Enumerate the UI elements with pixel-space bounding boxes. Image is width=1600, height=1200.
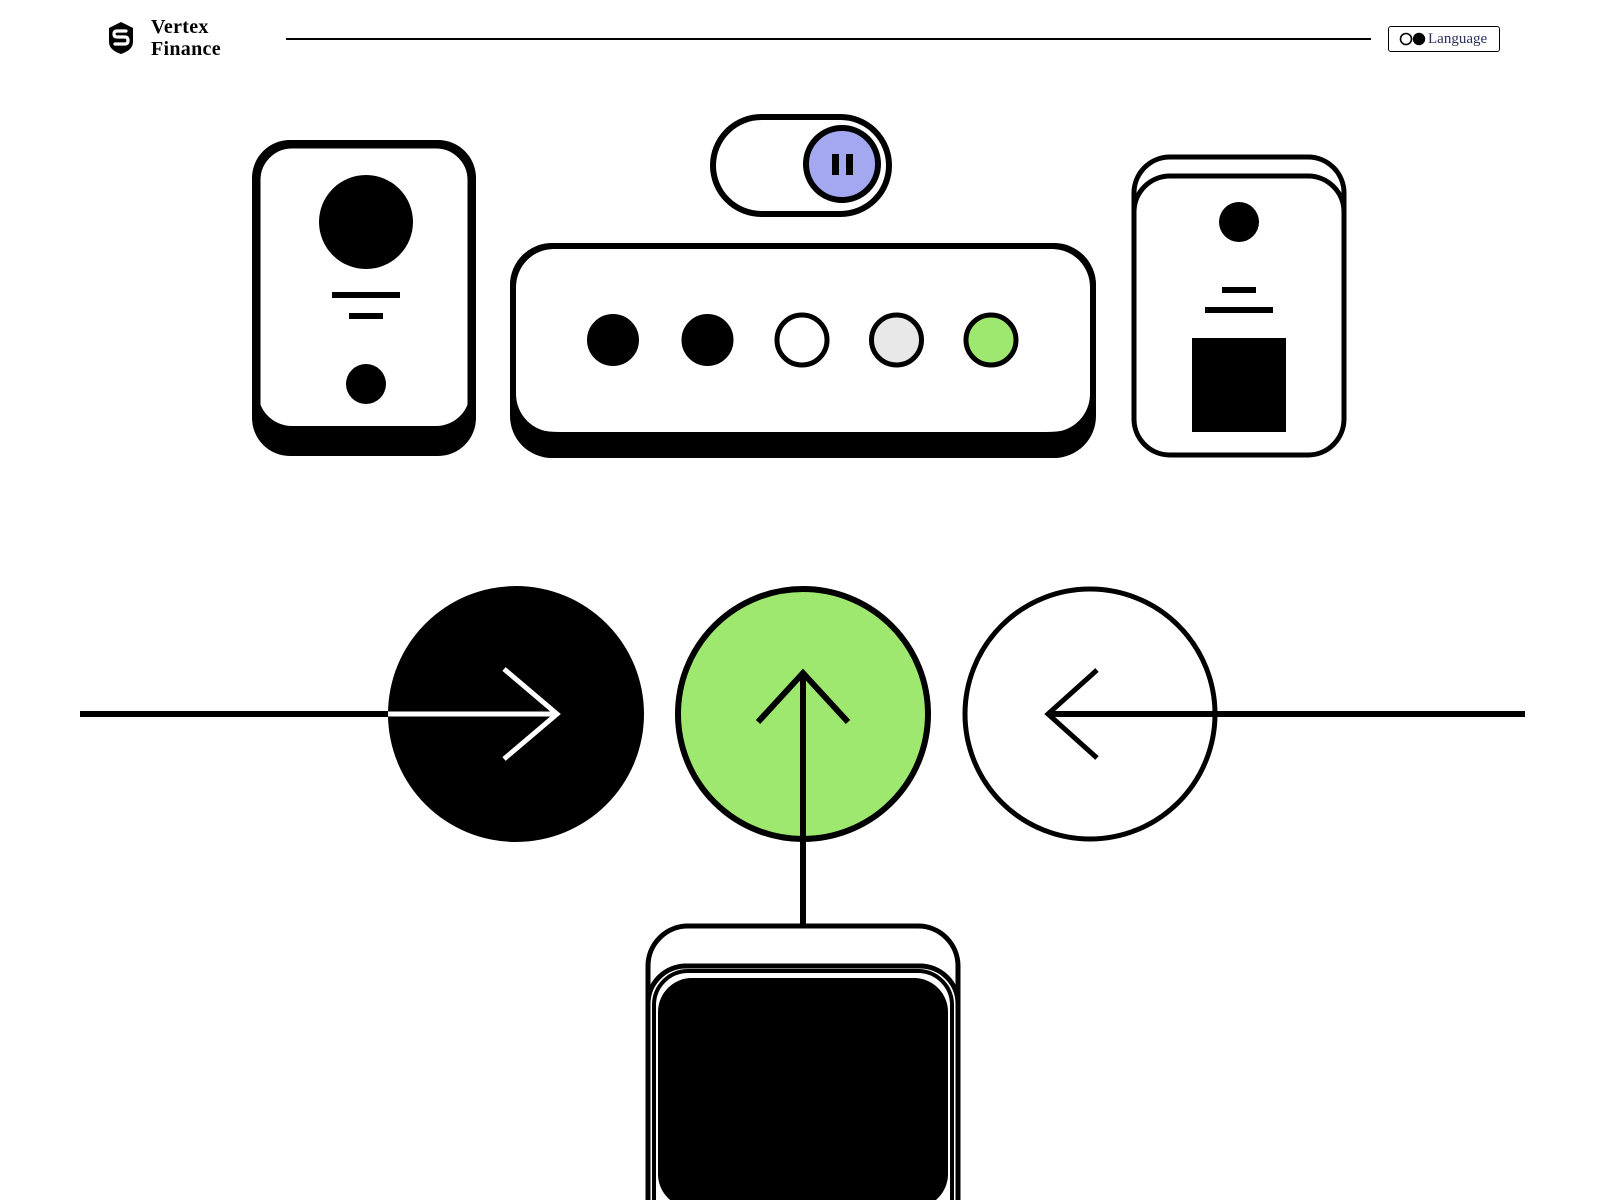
bottom-device <box>645 923 961 1200</box>
site-header: Vertex Finance Language <box>0 0 1600 90</box>
shield-s-logo-icon <box>109 22 133 54</box>
language-button[interactable]: Language <box>1388 26 1500 52</box>
device-dot <box>1219 202 1259 242</box>
device-line-top <box>1222 287 1256 293</box>
arrow-right-button[interactable] <box>388 586 644 842</box>
toggle-knob[interactable] <box>803 125 881 203</box>
indicator-dot-filled <box>681 314 734 366</box>
speaker-line-bottom <box>349 313 383 319</box>
speaker-line-top <box>332 292 400 298</box>
circle-toggle-icon <box>1399 32 1426 46</box>
device-screen <box>658 978 948 1200</box>
header-divider <box>286 38 1371 40</box>
speaker-large-dot <box>319 175 413 269</box>
indicator-dot-filled <box>587 314 639 366</box>
indicator-dot-active <box>963 312 1019 368</box>
brand-name: Vertex Finance <box>151 16 221 60</box>
device-square <box>1192 338 1286 432</box>
brand-name-line1: Vertex <box>151 16 209 38</box>
arrow-right-icon <box>388 667 561 761</box>
arrow-left-icon <box>1044 668 1215 760</box>
pause-icon <box>832 154 853 175</box>
brand-name-line2: Finance <box>151 38 221 60</box>
brand-logo-link[interactable]: Vertex Finance <box>106 16 221 60</box>
indicator-dots <box>587 312 1019 368</box>
arrow-up-icon <box>755 668 851 926</box>
arrow-up-button[interactable] <box>675 586 931 926</box>
indicator-dot-empty <box>774 312 830 368</box>
right-device-card <box>1131 154 1347 458</box>
left-device-card <box>252 140 476 456</box>
toggle-switch[interactable] <box>710 114 892 217</box>
arrow-left-button[interactable] <box>962 586 1218 842</box>
speaker-small-dot <box>346 364 386 404</box>
device-line-bottom <box>1205 307 1273 313</box>
indicator-panel <box>510 243 1096 458</box>
language-label: Language <box>1428 30 1488 47</box>
indicator-dot-muted <box>869 312 924 368</box>
